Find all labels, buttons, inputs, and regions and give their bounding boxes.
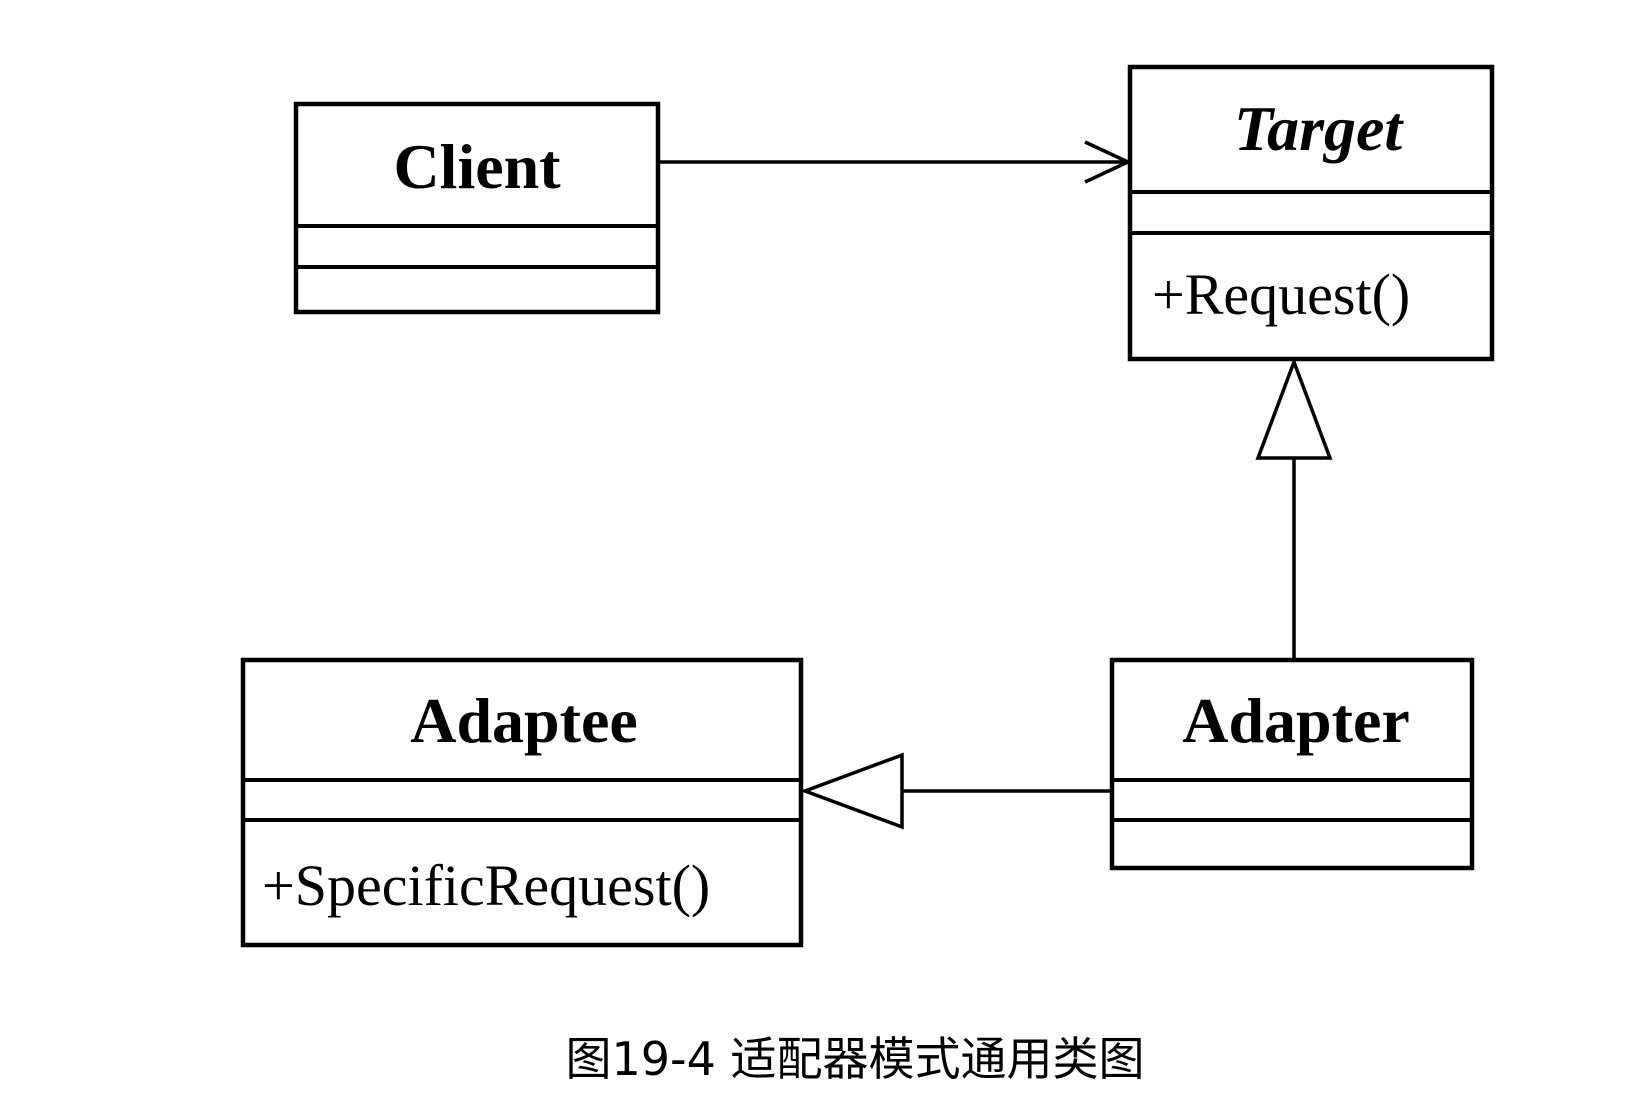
target-class-box (1127, 64, 1495, 362)
adaptee-class: Adaptee +SpecificRequest() (240, 657, 804, 948)
adapter-target-generalization (1255, 357, 1333, 660)
client-target-association (658, 140, 1133, 184)
adaptee-specific-request-operation: +SpecificRequest() (262, 853, 710, 918)
adapter-class-name: Adapter (1182, 685, 1410, 756)
target-class: Target +Request() (1127, 64, 1495, 362)
target-request-operation: +Request() (1152, 262, 1410, 327)
client-class: Client (293, 101, 661, 315)
hollow-triangle-arrowhead-up-icon (1255, 357, 1333, 460)
client-class-box (293, 101, 661, 315)
open-arrowhead-icon (1084, 140, 1133, 184)
client-class-name: Client (393, 131, 561, 202)
adapter-adaptee-generalization (799, 752, 1112, 830)
hollow-triangle-arrowhead-left-icon (799, 752, 904, 830)
figure-caption: 图19-4 适配器模式通用类图 (565, 1032, 1144, 1086)
adapter-class-box (1109, 657, 1475, 871)
target-class-name: Target (1234, 93, 1405, 164)
adaptee-class-box (240, 657, 804, 948)
adapter-class: Adapter (1109, 657, 1475, 871)
adaptee-class-name: Adaptee (410, 685, 638, 756)
